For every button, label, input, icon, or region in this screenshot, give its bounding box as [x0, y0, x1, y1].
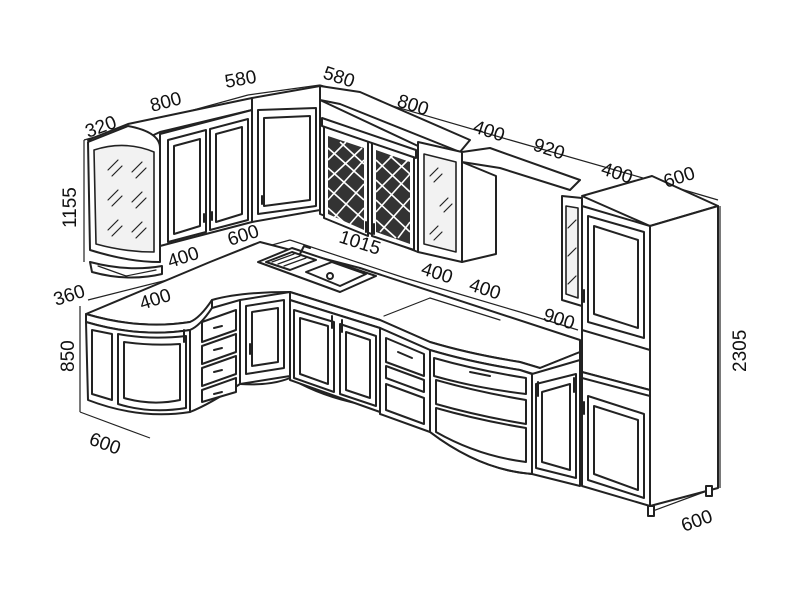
dim-360: 360 — [51, 281, 88, 311]
dim-850: 850 — [58, 340, 79, 372]
dim-580-a: 580 — [223, 67, 258, 93]
sink-basin — [305, 261, 367, 287]
base-cabinets — [85, 291, 581, 487]
dim-1155: 1155 — [60, 187, 81, 228]
dim-400-top2: 400 — [598, 159, 635, 189]
dim-600-bottom-left: 600 — [86, 429, 123, 460]
back-upper-cabinets — [319, 85, 583, 307]
dim-400-top: 400 — [470, 117, 507, 147]
glass-hatch — [107, 159, 147, 239]
dim-400-r2: 400 — [466, 275, 503, 305]
lattice-grid — [327, 141, 411, 239]
dim-600-bottom-right: 600 — [679, 506, 716, 537]
left-upper-cabinets — [87, 85, 321, 279]
dim-920: 920 — [530, 135, 567, 165]
glass-door-400 — [423, 153, 457, 253]
dim-600-top: 600 — [661, 163, 698, 193]
dim-2305: 2305 — [730, 330, 751, 372]
tall-column-cabinet — [581, 175, 719, 517]
